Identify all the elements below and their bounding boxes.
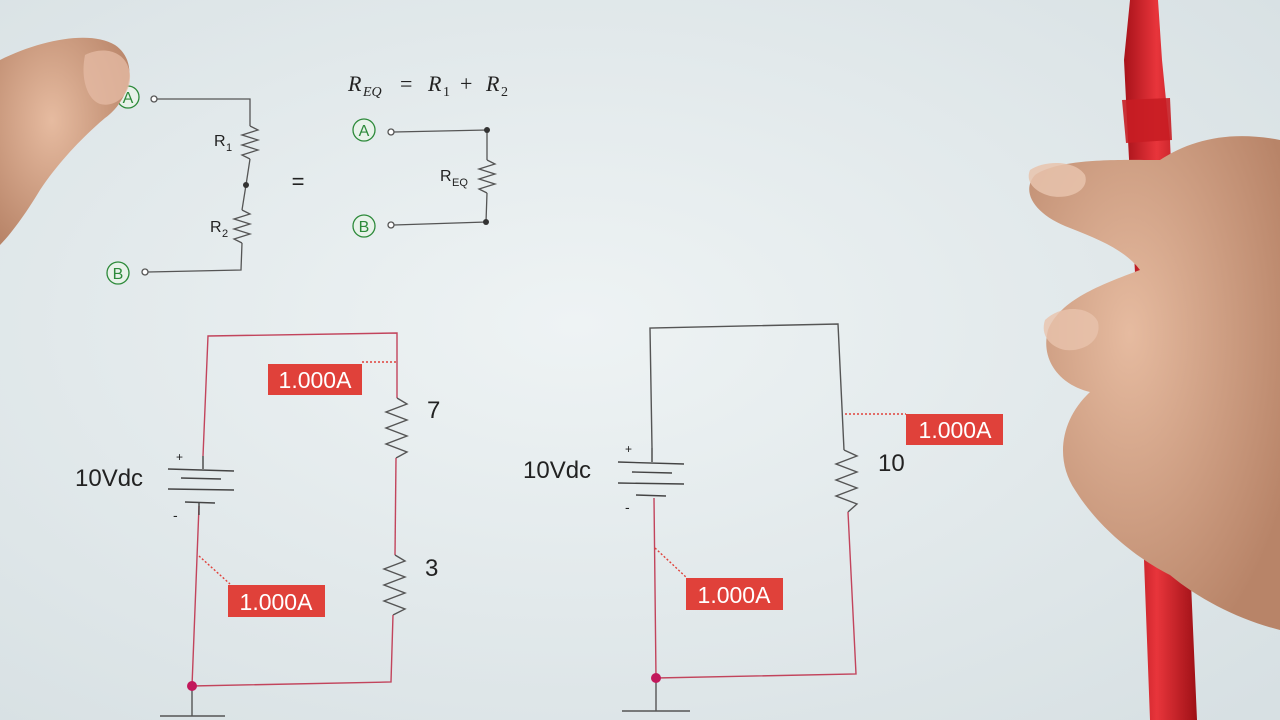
r1-label-main: R — [214, 133, 226, 150]
right-minus-sign: - — [625, 499, 630, 515]
req-label-main: R — [440, 168, 452, 185]
right-r-value: 10 — [878, 450, 905, 477]
node-b-circle — [106, 261, 130, 285]
left-ground-node — [187, 681, 197, 691]
eq-node-a-label: A — [359, 123, 370, 140]
left-battery-plate-3 — [167, 488, 235, 491]
right-probe-right-box — [906, 414, 1003, 445]
left-wire-right-mid — [394, 457, 397, 556]
right-probe-bottom-value: 1.000A — [698, 582, 772, 608]
right-ground-node — [651, 673, 661, 683]
left-resistor-3 — [382, 554, 407, 616]
equation-term2-sub: 2 — [501, 85, 508, 100]
diagram-equals-sign: = — [292, 169, 305, 194]
wire-a-top — [157, 98, 251, 126]
pen-grip-band — [1122, 98, 1172, 143]
equivalent-labels: A B R EQ — [352, 118, 468, 238]
right-hand — [1028, 136, 1280, 630]
left-source-label: 10Vdc — [75, 465, 143, 492]
right-battery-plate-1 — [617, 461, 685, 465]
resistor-req — [476, 159, 498, 194]
right-wire-top — [649, 323, 845, 451]
left-battery-plate-1 — [167, 468, 235, 472]
wire-b-bottom — [147, 242, 243, 273]
left-minus-sign: - — [173, 507, 178, 523]
right-probe-right-value: 1.000A — [919, 417, 993, 443]
r1-label-sub: 1 — [226, 142, 232, 154]
eq-terminal-b — [387, 221, 395, 229]
circuit-right — [617, 323, 906, 712]
left-r-bottom-value: 3 — [425, 555, 438, 582]
right-battery-plate-2 — [631, 471, 673, 474]
r2-label-main: R — [210, 219, 222, 236]
left-resistor-7 — [384, 397, 409, 459]
right-probe-bottom-box — [686, 578, 783, 610]
equation-term1-main: R — [427, 71, 442, 96]
junction-node — [243, 182, 249, 188]
left-probe-bottom-box — [228, 585, 325, 617]
series-diagram — [141, 95, 261, 276]
eq-node-top — [484, 127, 490, 133]
req-label-sub: EQ — [452, 177, 468, 189]
left-wire-bottom — [191, 505, 394, 687]
terminal-b — [141, 268, 149, 276]
equation-term2-main: R — [485, 71, 500, 96]
equation-term1-sub: 1 — [443, 85, 450, 100]
right-fingertip — [1028, 163, 1086, 197]
equivalent-diagram — [387, 127, 498, 229]
equation-lhs-sub: EQ — [362, 85, 382, 100]
eq-node-a-circle — [352, 118, 376, 142]
left-plus-sign: + — [176, 450, 183, 464]
node-a-label: A — [123, 90, 134, 107]
node-b-label: B — [113, 266, 124, 283]
left-probe-bottom-value: 1.000A — [240, 589, 314, 615]
left-hand — [0, 37, 131, 246]
eq-node-b-circle — [352, 214, 376, 238]
left-battery-plate-2 — [180, 477, 222, 480]
left-probe-top-value: 1.000A — [279, 367, 353, 393]
left-probe-bottom-lead — [198, 555, 231, 585]
right-hand-fingers — [1029, 136, 1280, 630]
left-thumbnail — [83, 50, 131, 105]
equation: R EQ = R 1 + R 2 — [347, 71, 508, 100]
r2-label-sub: 2 — [222, 228, 228, 240]
eq-node-b-label: B — [359, 219, 370, 236]
right-plus-sign: + — [625, 442, 632, 456]
circuit-left — [160, 332, 409, 717]
left-r-top-value: 7 — [427, 397, 440, 424]
equation-plus: + — [460, 71, 472, 96]
circuit-right-labels: 10Vdc + - 10 1.000A 1.000A — [523, 414, 1003, 610]
equation-lhs-main: R — [347, 71, 362, 96]
right-probe-bottom-lead — [654, 547, 688, 579]
circuit-left-labels: 10Vdc + - 7 3 1.000A 1.000A — [75, 364, 440, 617]
right-source-label: 10Vdc — [523, 457, 591, 484]
resistor-r2 — [231, 209, 253, 244]
right-wire-bottom — [653, 497, 857, 679]
eq-node-bottom — [483, 219, 489, 225]
resistor-r1 — [239, 125, 261, 160]
left-battery-plate-4 — [184, 501, 216, 504]
right-resistor-10 — [834, 449, 859, 513]
terminal-a — [150, 95, 158, 103]
right-battery-plate-3 — [617, 482, 685, 485]
left-wire-top — [202, 332, 398, 457]
right-battery-plate-4 — [635, 494, 667, 497]
left-probe-top-box — [268, 364, 362, 395]
eq-terminal-a — [387, 128, 395, 136]
right-thumb-tip — [1043, 308, 1099, 351]
equation-equals: = — [400, 71, 412, 96]
